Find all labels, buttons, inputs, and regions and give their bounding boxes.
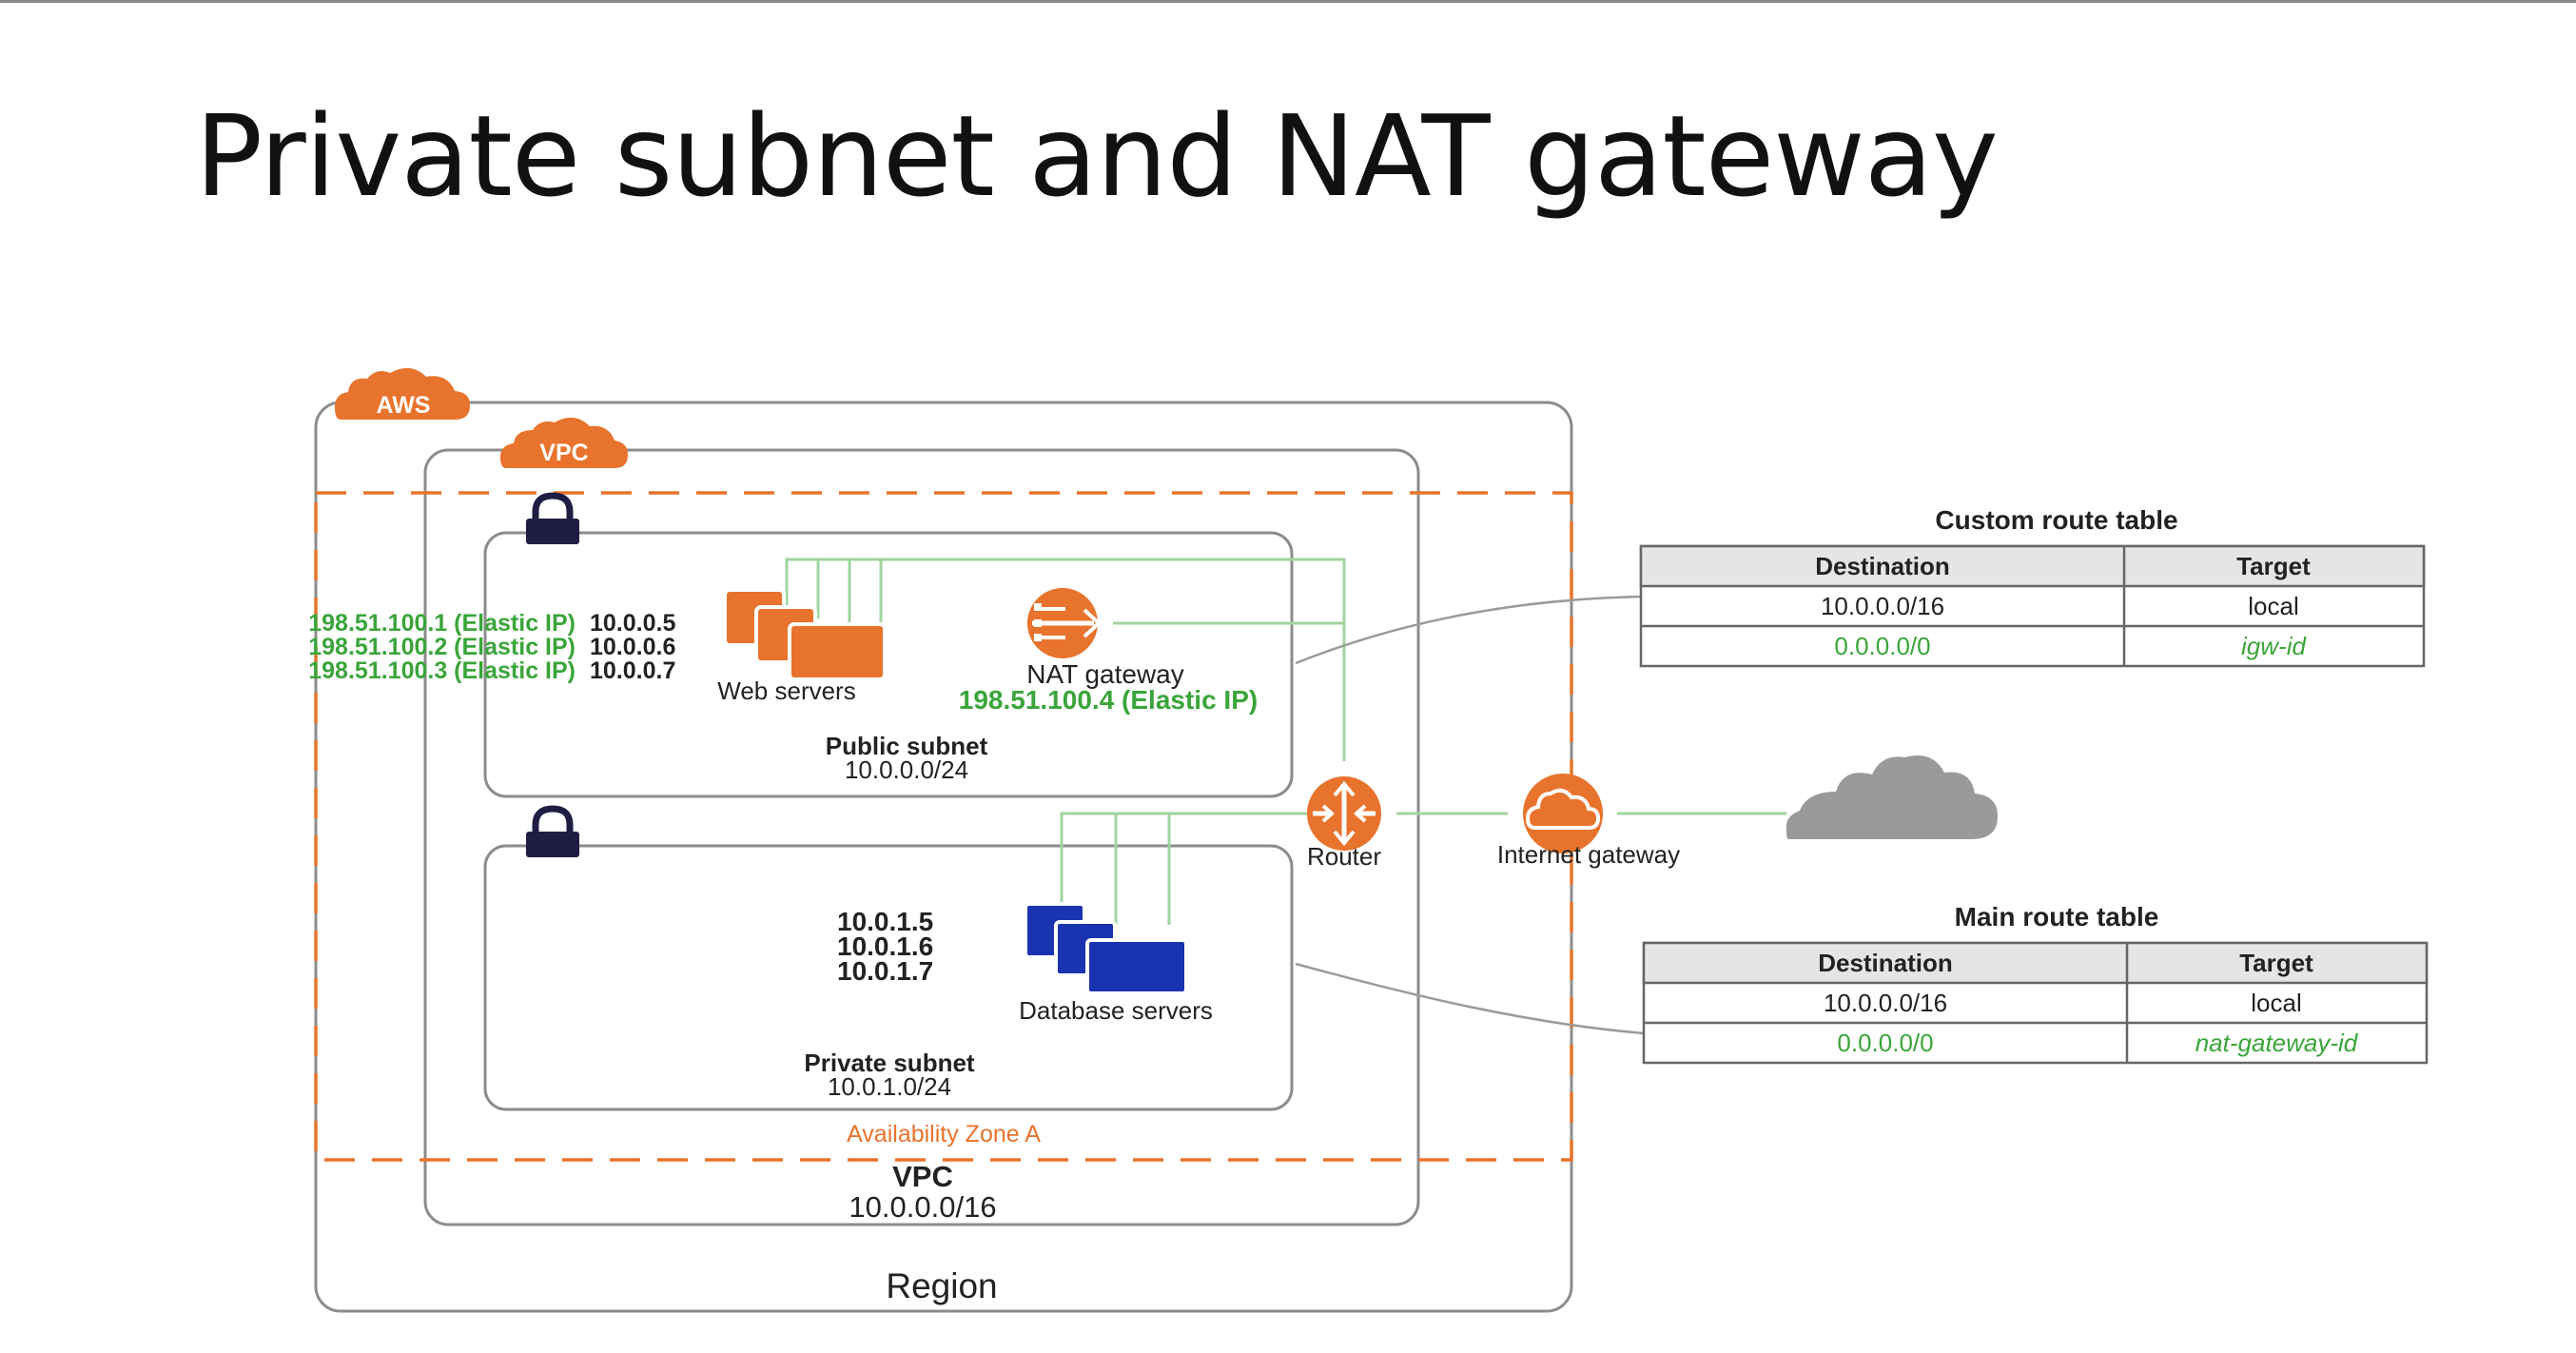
custom-row-1-destination: 10.0.0.0/16: [1821, 592, 1944, 620]
private-route-association-line: [1295, 962, 1645, 1035]
database-server-instances-icon: [1024, 902, 1188, 995]
private-ip-2: 10.0.0.6: [590, 634, 675, 660]
availability-zone-label: Availability Zone A: [847, 1121, 1041, 1147]
nat-gateway-icon: [1027, 588, 1102, 658]
internet-cloud-icon: [1786, 755, 1998, 839]
region-label: Region: [886, 1266, 997, 1305]
main-route-table: Main route table Destination Target 10.0…: [1642, 902, 2429, 1065]
vpc-badge-label: VPC: [539, 440, 588, 466]
internet-gateway-icon: [1523, 774, 1603, 853]
elastic-ip-2: 198.51.100.2 (Elastic IP): [308, 634, 576, 660]
main-header-destination: Destination: [1818, 949, 1953, 977]
main-row-2-target: nat-gateway-id: [2195, 1029, 2359, 1057]
router-label: Router: [1307, 842, 1381, 871]
private-subnet-cidr: 10.0.1.0/24: [828, 1072, 951, 1101]
public-subnet-box: [483, 531, 1294, 798]
custom-row-2-destination: 0.0.0.0/0: [1834, 632, 1930, 660]
main-route-table-title: Main route table: [1955, 902, 2159, 931]
private-ip-3: 10.0.0.7: [590, 657, 675, 684]
web-server-instances-icon: [723, 588, 887, 681]
internet-gateway-label: Internet gateway: [1497, 840, 1680, 869]
nat-elastic-ip: 198.51.100.4 (Elastic IP): [959, 685, 1258, 715]
vpc-cloud-badge-icon: VPC: [500, 417, 628, 468]
elastic-ip-3: 198.51.100.3 (Elastic IP): [308, 657, 576, 684]
slide-title: Private subnet and NAT gateway: [195, 90, 1999, 222]
main-row-1-target: local: [2251, 989, 2301, 1017]
main-row-2-destination: 0.0.0.0/0: [1837, 1029, 1933, 1057]
custom-row-2-target: igw-id: [2241, 632, 2307, 660]
custom-route-table: Custom route table Destination Target 10…: [1639, 505, 2426, 668]
vpc-name: VPC: [892, 1160, 953, 1193]
private-subnet-name: Private subnet: [804, 1049, 975, 1077]
nat-gateway-label: NAT gateway: [1026, 659, 1183, 689]
main-header-target: Target: [2239, 949, 2313, 977]
database-servers-label: Database servers: [1019, 996, 1213, 1025]
vpc-cidr: 10.0.0.0/16: [849, 1190, 996, 1224]
private-ip-1: 10.0.0.5: [590, 610, 675, 637]
top-border: [0, 0, 2576, 3]
custom-header-target: Target: [2236, 552, 2311, 580]
db-ip-1: 10.0.1.5: [837, 907, 933, 936]
elastic-ip-1: 198.51.100.1 (Elastic IP): [308, 610, 576, 637]
custom-header-destination: Destination: [1815, 552, 1950, 580]
private-subnet-box: [483, 844, 1294, 1111]
vpc-box: [423, 448, 1420, 1226]
db-ip-3: 10.0.1.7: [837, 956, 933, 986]
elastic-ip-list: 198.51.100.1 (Elastic IP) 10.0.0.5 198.5…: [308, 610, 675, 684]
db-ip-2: 10.0.1.6: [837, 931, 933, 961]
main-row-1-destination: 10.0.0.0/16: [1824, 989, 1947, 1017]
public-route-association-line: [1295, 595, 1642, 665]
router-icon: [1307, 776, 1381, 851]
custom-route-table-title: Custom route table: [1935, 505, 2177, 535]
aws-badge-label: AWS: [377, 392, 431, 419]
public-subnet-lock-icon: [526, 492, 579, 544]
private-subnet-lock-icon: [526, 805, 579, 857]
web-servers-label: Web servers: [717, 676, 855, 705]
private-ip-list: 10.0.1.5 10.0.1.6 10.0.1.7: [837, 907, 933, 986]
aws-cloud-badge-icon: AWS: [335, 367, 470, 420]
public-subnet-cidr: 10.0.0.0/24: [845, 755, 968, 784]
public-subnet-name: Public subnet: [826, 732, 988, 760]
custom-row-1-target: local: [2248, 592, 2298, 620]
